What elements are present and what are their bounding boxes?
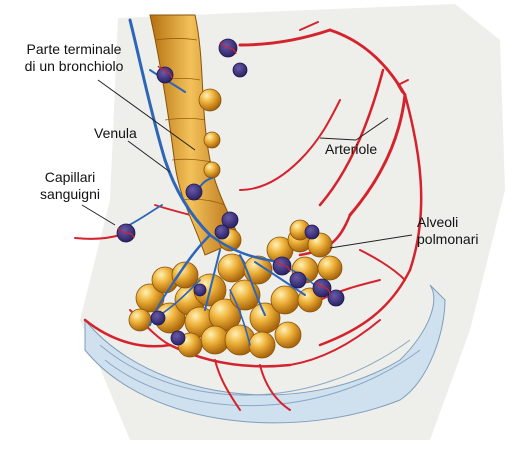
label-arterioles-text: Arteriole <box>325 141 378 157</box>
label-alveoli-line2: polmonari <box>417 231 479 247</box>
label-alveoli: Alveoli polmonari <box>417 214 478 248</box>
label-bronchiole: Parte terminale di un bronchiolo <box>6 41 142 75</box>
label-capillaries: Capillari sanguigni <box>30 169 110 203</box>
label-venule: Venula <box>94 125 137 142</box>
leader-lines <box>81 79 413 249</box>
label-alveoli-line1: Alveoli <box>417 214 459 230</box>
label-capillaries-line2: sanguigni <box>40 186 100 202</box>
label-venule-text: Venula <box>94 125 137 141</box>
venule-vessels <box>119 18 321 346</box>
capillary-knots <box>116 38 345 346</box>
pleura-band <box>84 284 446 424</box>
label-capillaries-line1: Capillari <box>44 169 96 185</box>
label-arterioles: Arteriole <box>325 141 377 158</box>
label-bronchiole-line1: Parte terminale <box>26 41 122 57</box>
label-bronchiole-line2: di un bronchiolo <box>24 58 124 74</box>
